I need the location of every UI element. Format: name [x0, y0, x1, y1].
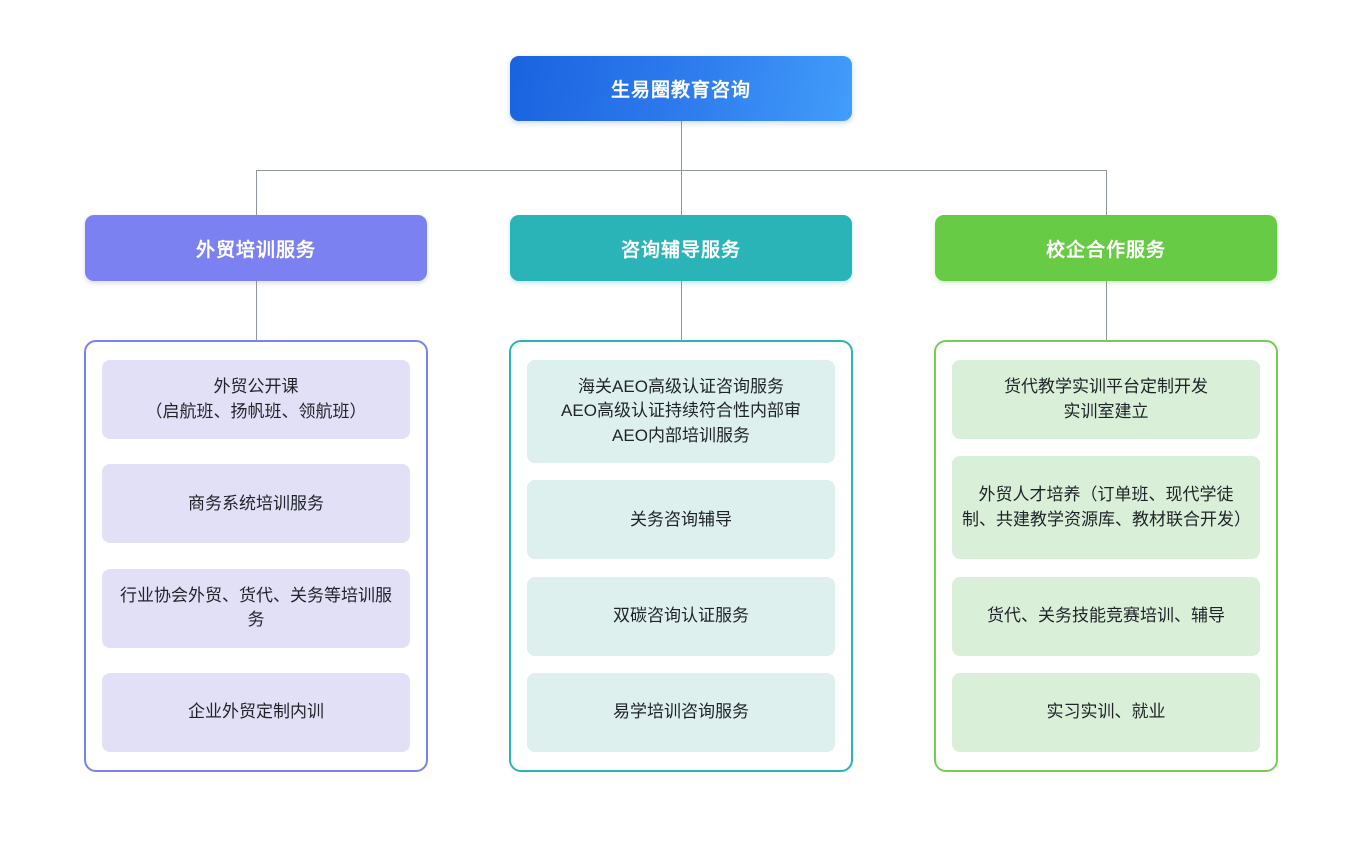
connector-link-branch-3: [1106, 281, 1107, 340]
branch-header-consulting-coaching: 咨询辅导服务: [510, 215, 852, 281]
connector-drop-branch-3: [1106, 170, 1107, 215]
connector-link-branch-1: [256, 281, 257, 340]
branch-header-school-enterprise-cooperation: 校企合作服务: [935, 215, 1277, 281]
leaf-item: 易学培训咨询服务: [527, 672, 835, 752]
leaf-item: 货代、关务技能竞赛培训、辅导: [952, 576, 1260, 656]
connector-drop-branch-2: [681, 170, 682, 215]
leaf-item: 货代教学实训平台定制开发 实训室建立: [952, 360, 1260, 439]
root-node: 生易圈教育咨询: [510, 56, 852, 121]
branch-container-consulting-coaching: 海关AEO高级认证咨询服务 AEO高级认证持续符合性内部审 AEO内部培训服务 …: [509, 340, 853, 772]
leaf-item: 行业协会外贸、货代、关务等培训服务: [102, 568, 410, 648]
leaf-item: 外贸公开课 （启航班、扬帆班、领航班）: [102, 360, 410, 439]
connector-link-branch-2: [681, 281, 682, 340]
leaf-item: 关务咨询辅导: [527, 480, 835, 560]
leaf-item: 企业外贸定制内训: [102, 672, 410, 752]
branch-container-school-enterprise-cooperation: 货代教学实训平台定制开发 实训室建立 外贸人才培养（订单班、现代学徒制、共建教学…: [934, 340, 1278, 772]
leaf-item: 实习实训、就业: [952, 672, 1260, 752]
connector-drop-branch-1: [256, 170, 257, 215]
branch-header-foreign-trade-training: 外贸培训服务: [85, 215, 427, 281]
branch-container-foreign-trade-training: 外贸公开课 （启航班、扬帆班、领航班） 商务系统培训服务 行业协会外贸、货代、关…: [84, 340, 428, 772]
leaf-item: 海关AEO高级认证咨询服务 AEO高级认证持续符合性内部审 AEO内部培训服务: [527, 360, 835, 463]
leaf-item: 双碳咨询认证服务: [527, 576, 835, 656]
leaf-item: 外贸人才培养（订单班、现代学徒制、共建教学资源库、教材联合开发）: [952, 456, 1260, 560]
leaf-item: 商务系统培训服务: [102, 464, 410, 544]
connector-root-stem: [681, 121, 682, 170]
